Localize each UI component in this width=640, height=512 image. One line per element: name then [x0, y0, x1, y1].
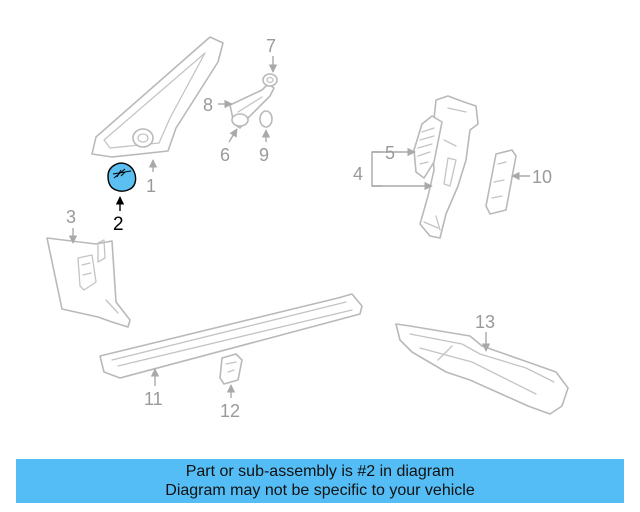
part-9-grommet [259, 110, 273, 128]
part-11-sill-plate [99, 293, 363, 379]
part-2-cap [107, 162, 137, 192]
callout-4: 4 [353, 164, 363, 184]
part-13-step-pad [395, 323, 569, 415]
callout-7: 7 [266, 36, 276, 56]
info-banner: Part or sub-assembly is #2 in diagram Di… [16, 459, 624, 503]
part-10-bracket [485, 149, 517, 215]
callout-12: 12 [220, 401, 240, 421]
callout-1: 1 [146, 176, 156, 196]
callout-3: 3 [66, 207, 76, 227]
part-12-clip [219, 353, 243, 385]
banner-line-1: Part or sub-assembly is #2 in diagram [185, 463, 455, 480]
callout-5: 5 [385, 143, 395, 163]
callout-10: 10 [532, 167, 552, 187]
part-7-clip [262, 73, 278, 87]
callout-8: 8 [203, 95, 213, 115]
part-1-pillar-trim [91, 36, 224, 158]
callout-9: 9 [259, 145, 269, 165]
callout-6: 6 [220, 145, 230, 165]
callout-13: 13 [475, 312, 495, 332]
banner-line-2: Diagram may not be specific to your vehi… [165, 482, 475, 499]
callout-2: 2 [113, 214, 124, 235]
parts-diagram: 1 2 3 7 8 6 9 [46, 36, 569, 421]
callout-11: 11 [144, 389, 163, 409]
part-3-lower-panel [46, 237, 131, 328]
part-6-8-grab-handle [229, 83, 275, 129]
